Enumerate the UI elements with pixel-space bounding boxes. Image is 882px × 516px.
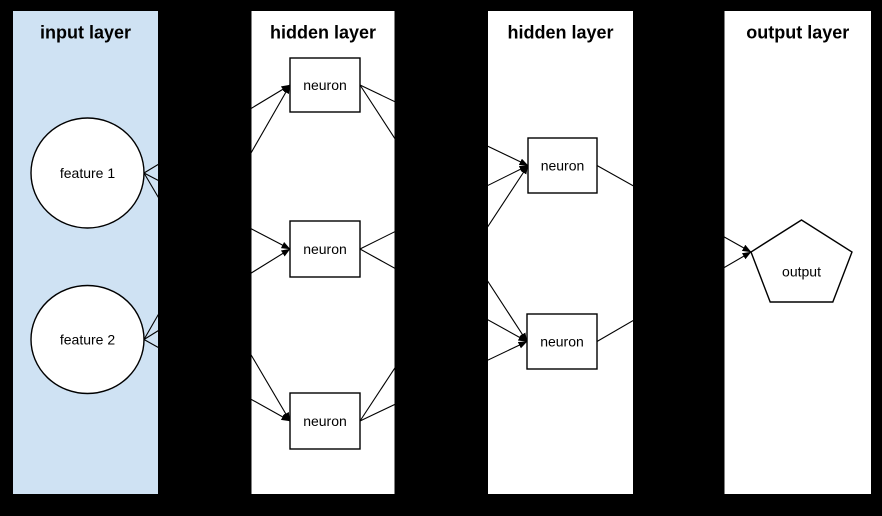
layer-panel-input bbox=[13, 11, 158, 494]
edge-f1-n2 bbox=[143, 172, 291, 250]
node-f2 bbox=[30, 284, 145, 395]
layer-title-input: input layer bbox=[40, 23, 131, 43]
node-n3 bbox=[289, 392, 361, 450]
layer-title-hidden1: hidden layer bbox=[270, 23, 376, 43]
node-n5 bbox=[526, 313, 598, 370]
node-label-out: output bbox=[782, 264, 821, 280]
edge-f2-n3 bbox=[143, 339, 291, 422]
edge-f2-n1 bbox=[143, 84, 291, 340]
node-label-n5: neuron bbox=[540, 334, 584, 350]
node-f1 bbox=[30, 117, 145, 229]
edge-n1-n5 bbox=[359, 84, 528, 342]
edge-n3-n5 bbox=[359, 341, 528, 422]
node-label-n2: neuron bbox=[303, 241, 347, 257]
layer-panel-hidden2 bbox=[488, 11, 633, 494]
node-out bbox=[750, 219, 853, 303]
node-label-n4: neuron bbox=[541, 158, 585, 174]
edge-n2-n4 bbox=[359, 165, 529, 250]
edge-n3-n4 bbox=[359, 165, 529, 422]
edge-n4-out bbox=[596, 165, 752, 253]
layer-title-hidden2: hidden layer bbox=[507, 23, 613, 43]
node-label-n3: neuron bbox=[303, 413, 347, 429]
edge-f2-n2 bbox=[143, 248, 291, 340]
edge-n2-n5 bbox=[359, 248, 528, 342]
layer-title-output: output layer bbox=[746, 23, 849, 43]
node-label-f1: feature 1 bbox=[60, 165, 115, 181]
node-label-f2: feature 2 bbox=[60, 332, 115, 348]
edge-n1-n4 bbox=[359, 84, 529, 166]
node-n4 bbox=[527, 137, 598, 194]
node-label-n1: neuron bbox=[303, 77, 347, 93]
node-n1 bbox=[289, 57, 361, 113]
node-n2 bbox=[289, 220, 361, 278]
edge-f1-n3 bbox=[143, 172, 291, 422]
edge-f1-n1 bbox=[143, 84, 291, 174]
edge-n5-out bbox=[596, 251, 752, 342]
